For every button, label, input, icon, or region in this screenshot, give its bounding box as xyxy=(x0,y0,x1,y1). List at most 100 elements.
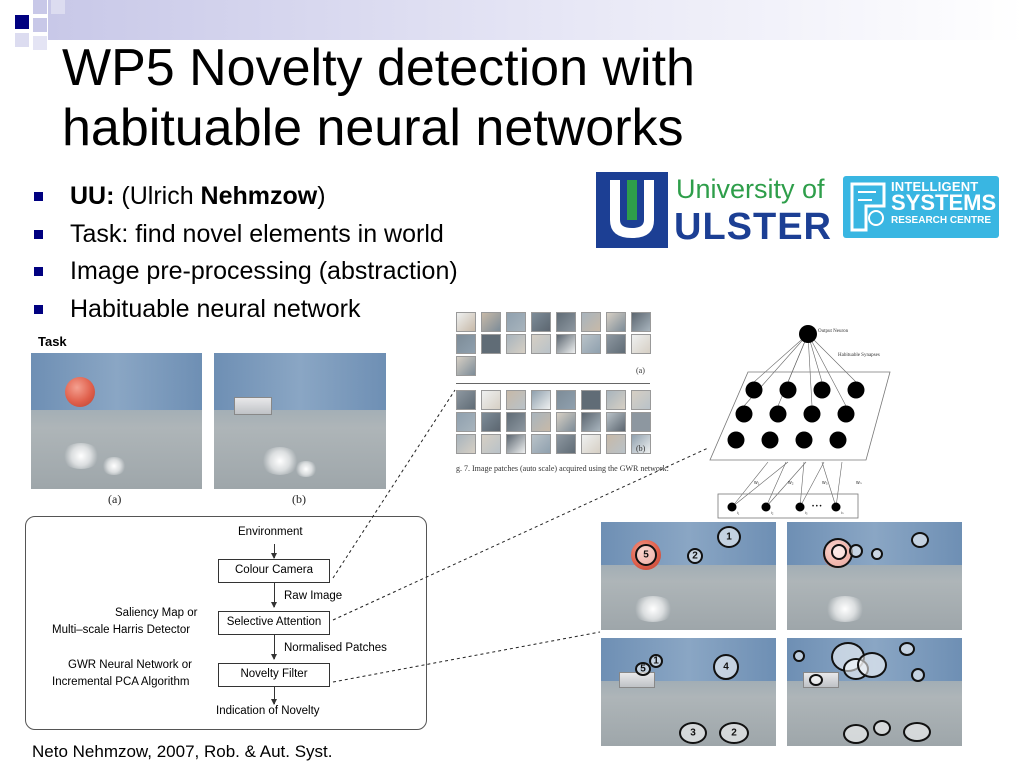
image-patch xyxy=(456,356,476,376)
bullet-text: Image pre-processing (abstraction) xyxy=(70,257,458,285)
image-patch xyxy=(631,312,651,332)
synapse-line xyxy=(807,333,813,407)
bullet-text: Task: find novel elements in world xyxy=(70,219,444,248)
hidden-neuron xyxy=(847,381,865,399)
image-patch xyxy=(481,412,501,432)
patches-label-a: (a) xyxy=(636,366,645,375)
image-patch xyxy=(606,334,626,354)
image-patch xyxy=(506,312,526,332)
flow-box-camera: Colour Camera xyxy=(218,559,330,583)
image-patch xyxy=(506,412,526,432)
input-layer-box xyxy=(717,493,859,519)
square-bullet-icon xyxy=(34,304,43,314)
weight-label: w₁ xyxy=(754,480,760,486)
image-patch xyxy=(581,390,601,410)
synapse-line xyxy=(807,333,847,407)
decor-square xyxy=(33,18,47,32)
novelty-ring xyxy=(873,720,891,736)
hidden-neuron xyxy=(727,431,745,449)
flow-arrow xyxy=(271,583,277,608)
input-label: i₁ xyxy=(737,510,740,515)
image-patch xyxy=(581,412,601,432)
bullet-bold: Nehmzow xyxy=(200,182,318,210)
image-patch xyxy=(481,334,501,354)
image-patch xyxy=(606,434,626,454)
bullet-text: (Ulrich xyxy=(114,182,201,210)
novelty-ring: 1 xyxy=(649,654,663,668)
output-neuron-label: Output Neuron xyxy=(818,329,849,334)
result-photo-top-left: 5 2 1 xyxy=(601,522,776,630)
result-photo-top-right xyxy=(787,522,962,630)
decor-square xyxy=(15,33,29,47)
image-patch xyxy=(456,412,476,432)
input-label: i₃ xyxy=(805,510,808,515)
arena-photo-ball xyxy=(31,353,202,489)
task-label: Task xyxy=(38,334,67,349)
flow-box-attention: Selective Attention xyxy=(218,611,330,635)
image-patch xyxy=(606,412,626,432)
image-patch xyxy=(531,434,551,454)
flow-stage-raw-image: Raw Image xyxy=(284,590,343,602)
isrc-line1: INTELLIGENT xyxy=(891,179,979,194)
bullet-text: ) xyxy=(317,182,326,210)
novelty-ring: 5 xyxy=(635,544,657,566)
result-photo-bottom-right xyxy=(787,638,962,746)
slide-title: WP5 Novelty detection with habituable ne… xyxy=(62,39,695,157)
hidden-neuron xyxy=(761,431,779,449)
bullet-item: Image pre-processing (abstraction) xyxy=(30,253,458,291)
image-patch xyxy=(456,434,476,454)
input-neuron xyxy=(727,502,737,512)
novelty-ring xyxy=(793,650,805,662)
image-patch xyxy=(631,412,651,432)
image-patch xyxy=(506,334,526,354)
image-patch xyxy=(456,390,476,410)
novelty-ring: 1 xyxy=(717,526,741,548)
hidden-neuron xyxy=(837,405,855,423)
university-of-ulster-logo: University of ULSTER xyxy=(596,172,832,248)
bullet-item: UU: (Ulrich Nehmzow) xyxy=(30,178,458,216)
input-line xyxy=(799,461,825,508)
input-label: i₂ xyxy=(771,510,774,515)
hidden-neuron xyxy=(745,381,763,399)
hidden-neuron xyxy=(735,405,753,423)
isrc-logo: INTELLIGENT SYSTEMS RESEARCH CENTRE xyxy=(843,176,999,238)
novelty-ring: 2 xyxy=(687,548,703,564)
synapse-label: Habituable Synapses xyxy=(838,353,880,358)
novelty-ring: 4 xyxy=(713,654,739,680)
novelty-ring xyxy=(857,652,887,678)
citation: Neto Nehmzow, 2007, Rob. & Aut. Syst. xyxy=(32,742,333,761)
image-patch xyxy=(606,390,626,410)
ulster-emblem-icon xyxy=(596,172,668,248)
photo-caption: (b) xyxy=(292,492,306,506)
image-patch xyxy=(481,434,501,454)
patches-label-b: (b) xyxy=(636,444,646,453)
input-line xyxy=(731,461,789,508)
decor-square xyxy=(15,15,29,29)
image-patch xyxy=(506,434,526,454)
input-label: iₙ xyxy=(841,510,844,515)
bullet-list: UU: (Ulrich Nehmzow) Task: find novel el… xyxy=(30,178,458,328)
flow-arrow xyxy=(271,544,277,559)
image-patch xyxy=(531,334,551,354)
weight-label: w₂ xyxy=(788,480,794,486)
image-patch xyxy=(631,390,651,410)
flow-stage-indication: Indication of Novelty xyxy=(216,705,320,717)
image-patch xyxy=(556,390,576,410)
arena-photo-box xyxy=(214,353,386,489)
image-patch xyxy=(481,312,501,332)
flow-side-label: Saliency Map or xyxy=(115,607,198,619)
hidden-neuron xyxy=(803,405,821,423)
image-patch xyxy=(506,390,526,410)
image-patch xyxy=(531,412,551,432)
novelty-ring xyxy=(809,674,823,686)
bullet-lead: UU: xyxy=(70,182,115,210)
input-neuron xyxy=(795,502,805,512)
flow-stage-environment: Environment xyxy=(238,526,303,538)
novelty-ring xyxy=(899,642,915,656)
novelty-ring xyxy=(871,548,883,560)
isrc-line3: RESEARCH CENTRE xyxy=(891,215,992,226)
bullet-item: Habituable neural network xyxy=(30,291,458,329)
novelty-ring xyxy=(843,724,869,744)
decor-square xyxy=(51,0,65,14)
decor-square xyxy=(33,0,47,14)
